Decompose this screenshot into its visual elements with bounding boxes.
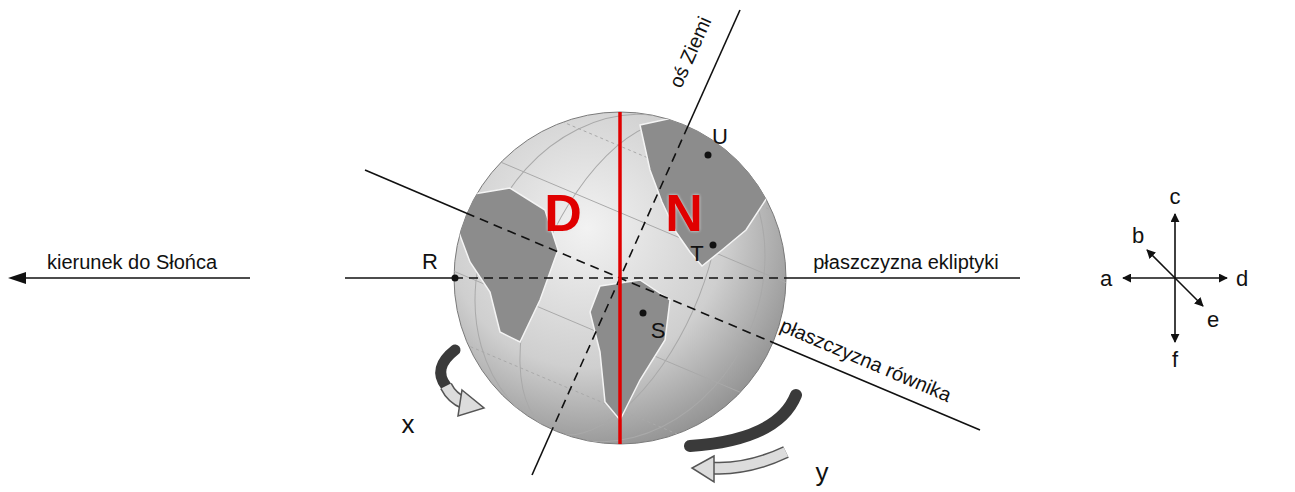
rotation-label: x [402, 410, 415, 439]
direction-letter: e [1207, 308, 1219, 332]
direction-compass [1175, 278, 1203, 306]
rotation-label: y [816, 458, 829, 487]
terminator-line [618, 112, 622, 444]
equator-line [365, 170, 980, 430]
direction-compass [1174, 278, 1176, 342]
direction-letter: f [1172, 348, 1178, 372]
direction-label: kierunek do Słońca [47, 251, 217, 273]
sun-direction-arrow [14, 277, 250, 279]
direction-compass [1175, 277, 1227, 279]
rotation-arrow [458, 390, 484, 416]
point-label: T [690, 242, 703, 266]
direction-compass [1123, 277, 1175, 279]
ecliptic-line [786, 277, 1020, 279]
plane-label: płaszczyzna równika [777, 314, 954, 406]
ecliptic-line [345, 278, 1020, 279]
continents [640, 112, 772, 266]
point-dot [452, 275, 459, 282]
rotation-arrow [712, 452, 786, 468]
direction-letter: b [1132, 224, 1144, 248]
direction-letter: c [1170, 185, 1181, 209]
rotation-arrow [712, 452, 786, 468]
point-dot [710, 242, 717, 249]
direction-compass [1147, 250, 1175, 278]
globe-grid [380, 240, 820, 426]
earth-axis [532, 430, 552, 475]
point-label: R [422, 250, 438, 274]
globe-grid [360, 300, 800, 486]
axis-label: oś Ziemi [665, 13, 716, 91]
rotation-band [441, 350, 455, 386]
sun-direction-arrow [8, 272, 250, 284]
earth-axis [532, 10, 740, 475]
point-dot [705, 152, 712, 159]
point-dot [640, 310, 647, 317]
continents [590, 280, 670, 420]
continents [458, 112, 772, 420]
direction-compass [1123, 214, 1227, 342]
point-label: U [712, 125, 728, 149]
globe-grid [424, 68, 816, 489]
ecliptic-line [345, 277, 454, 279]
day-label: D [544, 185, 582, 242]
night-label: N [665, 185, 703, 242]
direction-letter: a [1100, 267, 1112, 291]
globe [454, 112, 786, 444]
continents [458, 188, 558, 342]
rotation-arrow [692, 456, 714, 482]
direction-letter: d [1236, 267, 1248, 291]
point-dot [452, 152, 717, 317]
direction-compass [1174, 214, 1176, 278]
equator-line [365, 170, 466, 213]
sun-direction-arrow [8, 272, 26, 284]
rotation-arrow [446, 386, 786, 482]
plane-label: płaszczyzna ekliptyki [813, 251, 999, 273]
point-label: S [651, 319, 666, 343]
